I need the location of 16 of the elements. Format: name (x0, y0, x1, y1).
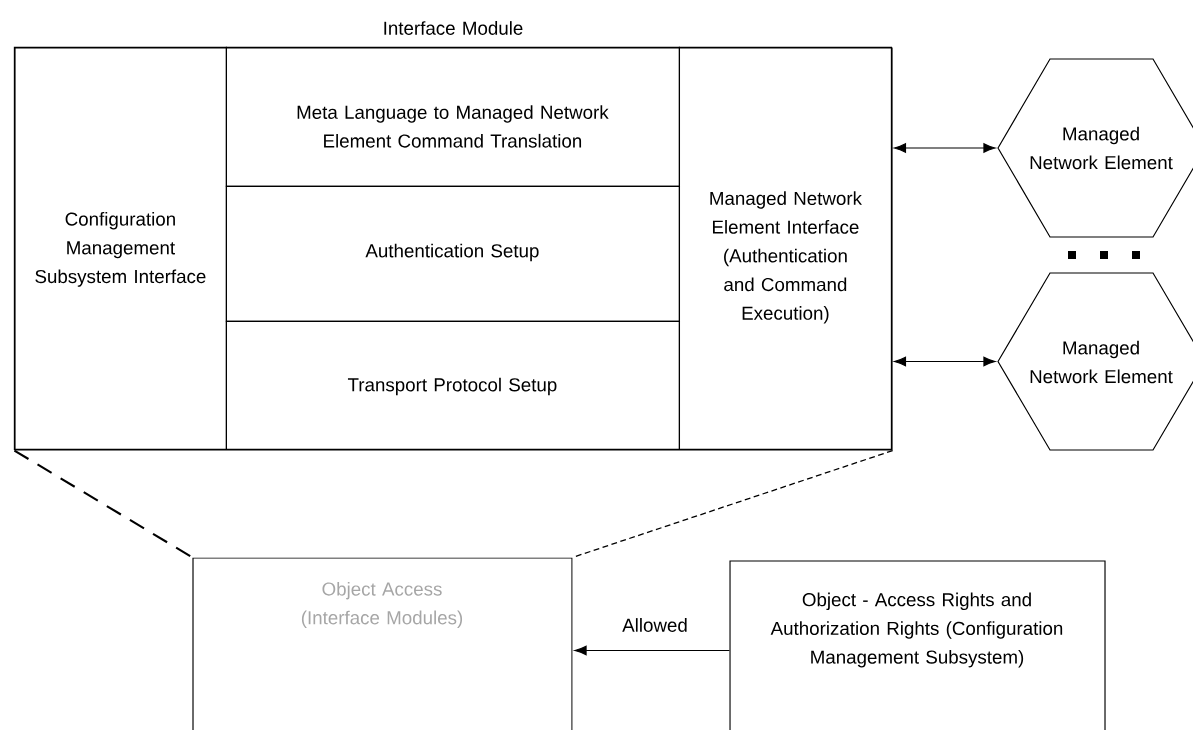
component-box: Configuration Management Subsystem Interface (13, 46, 227, 450)
component-box: Meta Language to Managed Network Element Command Translation (225, 46, 680, 187)
dashed-line (13, 449, 193, 559)
network-element-hexagon: Managed Network Element (997, 272, 1193, 451)
arrow (893, 356, 996, 367)
rights-box: Object - Access Rights and Authorization Rights (Configuration Management Subsystem) (729, 560, 1106, 730)
arrow (893, 143, 996, 153)
module-title: Interface Module (384, 21, 523, 35)
dashed-line (571, 449, 894, 559)
component-box: Transport Protocol Setup (225, 320, 680, 450)
component-box: Managed Network Element Interface (Authentication and Command Execution) (678, 46, 892, 450)
object-box: Object Access (Interface Modules) (192, 557, 573, 730)
component-box: Authentication Setup (225, 185, 680, 322)
edge-label: Allowed (619, 615, 691, 635)
network-element-hexagon: Managed Network Element (997, 58, 1193, 238)
arrow (574, 645, 730, 656)
